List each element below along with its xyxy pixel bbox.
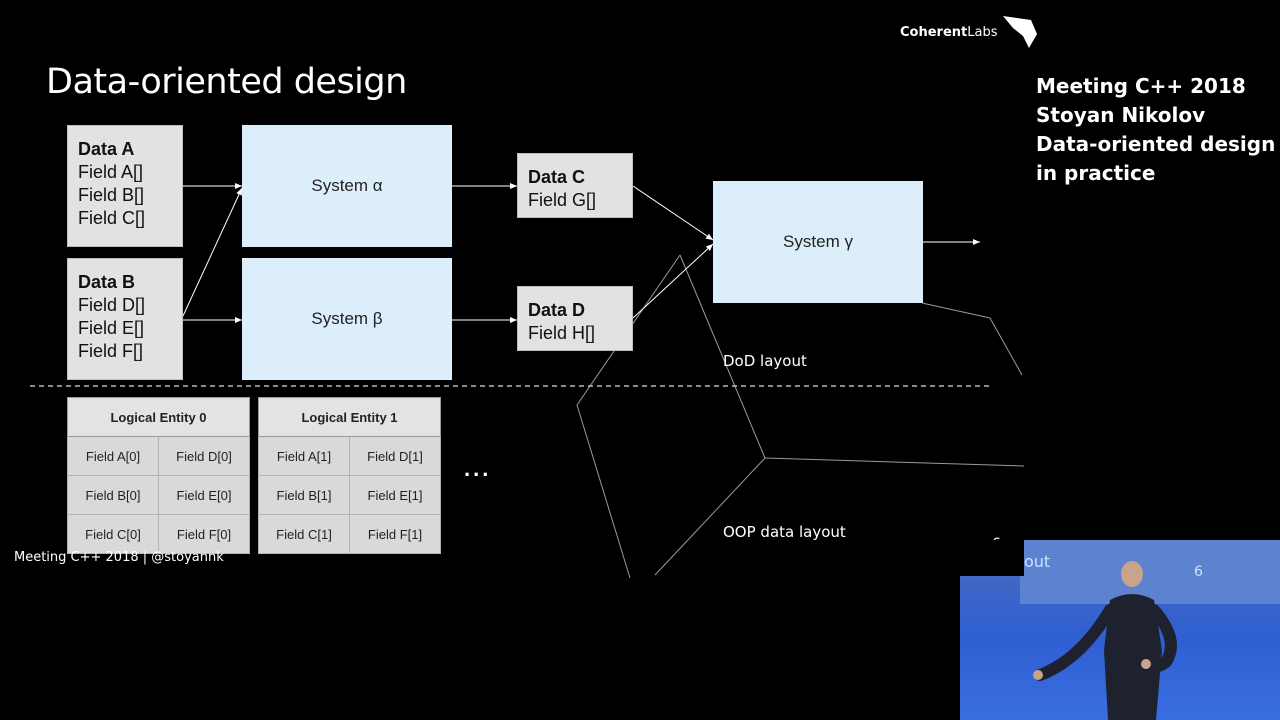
entity-cell: Field C[1] <box>258 514 350 554</box>
entity-cell: Field B[0] <box>67 475 159 515</box>
ellipsis: ... <box>464 456 492 481</box>
entity-cell: Field A[0] <box>67 436 159 476</box>
data-d-header: Data D <box>528 300 586 320</box>
logical-entity-0-table: Logical Entity 0 Field A[0]Field D[0] Fi… <box>67 397 250 554</box>
stage-dark-corner <box>960 540 1024 576</box>
talk-info: Meeting C++ 2018 Stoyan Nikolov Data-ori… <box>1036 72 1275 188</box>
perspective-lines <box>576 254 1025 579</box>
system-alpha-label: System α <box>311 176 383 195</box>
speaker-video: out 6 <box>960 540 1280 720</box>
data-b-field: Field D[] <box>78 295 146 315</box>
data-d-box: Data D Field H[] <box>517 286 633 351</box>
speaker-figure-icon <box>1033 561 1177 720</box>
data-b-field: Field F[] <box>78 341 144 361</box>
talk-info-line: Meeting C++ 2018 <box>1036 74 1246 98</box>
data-c-header: Data C <box>528 167 586 187</box>
logo-mark-icon <box>1003 16 1038 48</box>
logo-text: CoherentLabs <box>900 24 998 40</box>
system-beta-box: System β <box>242 258 452 380</box>
entity-cell: Field F[1] <box>349 514 441 554</box>
entity-cell: Field B[1] <box>258 475 350 515</box>
entity-cell: Field D[0] <box>158 436 250 476</box>
data-a-box: Data A Field A[] Field B[] Field C[] <box>67 125 183 247</box>
entity-cell: Field E[0] <box>158 475 250 515</box>
talk-info-line: Stoyan Nikolov <box>1036 103 1206 127</box>
data-d-field: Field H[] <box>528 323 596 343</box>
logical-entity-1-table: Logical Entity 1 Field A[1]Field D[1] Fi… <box>258 397 441 554</box>
data-b-field: Field E[] <box>78 318 145 338</box>
data-c-box: Data C Field G[] <box>517 153 633 218</box>
slide-title: Data-oriented design <box>46 62 407 102</box>
entity-1-header: Logical Entity 1 <box>258 397 441 437</box>
coherent-labs-logo: CoherentLabs <box>900 14 1039 50</box>
system-beta-label: System β <box>311 309 383 328</box>
entity-cell: Field E[1] <box>349 475 441 515</box>
entity-cell: Field D[1] <box>349 436 441 476</box>
stage-screen <box>1020 540 1280 604</box>
data-a-header: Data A <box>78 139 135 159</box>
system-alpha-box: System α <box>242 125 452 247</box>
talk-info-line: Data-oriented design <box>1036 132 1276 156</box>
slide-footer: Meeting C++ 2018 | @stoyannk <box>14 550 224 565</box>
entity-cell: Field C[0] <box>67 514 159 554</box>
data-b-header: Data B <box>78 272 136 292</box>
system-gamma-label: System γ <box>783 232 853 251</box>
data-a-field: Field C[] <box>78 208 146 228</box>
data-a-field: Field A[] <box>78 162 144 182</box>
system-gamma-box: System γ <box>713 181 923 303</box>
data-c-field: Field G[] <box>528 190 597 210</box>
video-page-number: 6 <box>1194 564 1203 580</box>
talk-info-line: in practice <box>1036 161 1156 185</box>
data-a-field: Field B[] <box>78 185 145 205</box>
dod-layout-label: DoD layout <box>723 352 807 370</box>
flow-arrows <box>182 183 980 323</box>
entity-0-header: Logical Entity 0 <box>67 397 250 437</box>
oop-layout-label: OOP data layout <box>723 523 846 541</box>
video-screen-text: out <box>1024 552 1051 571</box>
entity-cell: Field F[0] <box>158 514 250 554</box>
data-b-box: Data B Field D[] Field E[] Field F[] <box>67 258 183 380</box>
entity-cell: Field A[1] <box>258 436 350 476</box>
